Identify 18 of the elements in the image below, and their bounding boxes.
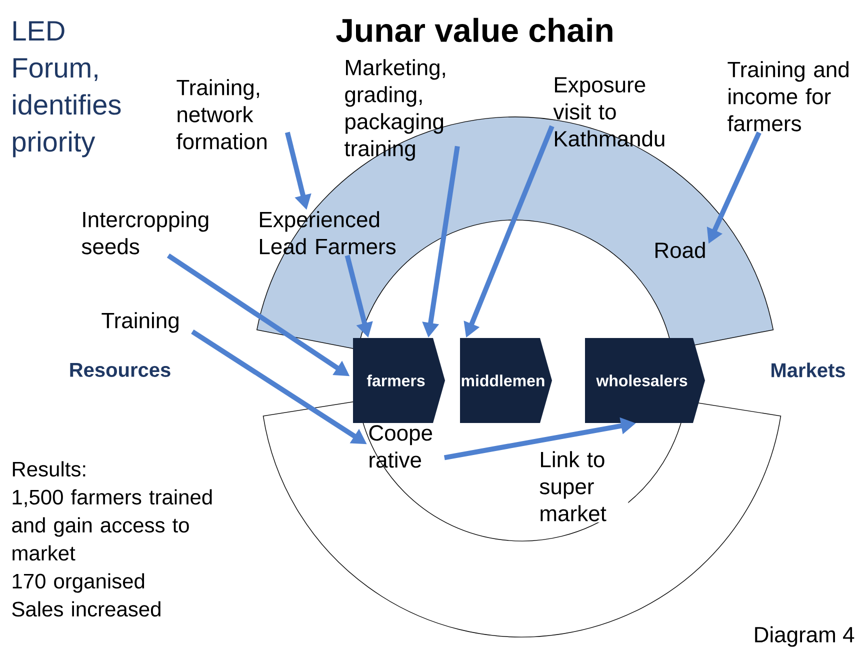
chevron-box: farmers: [353, 338, 445, 423]
figure-number: Diagram 4: [755, 626, 854, 647]
title: Junar value chain: [336, 18, 612, 42]
band-label: Road: [656, 242, 705, 258]
stage-label: Markets: [772, 362, 845, 378]
annotation-text: Training and income for farmers: [728, 61, 848, 132]
edge-label: Link to super market: [538, 450, 628, 522]
results-text: Sales increased: [12, 601, 160, 617]
results-text: Results:: [12, 461, 86, 477]
results-text: 1,500 farmers trained and gain access to market: [12, 489, 212, 561]
annotation-text: Intercropping seeds: [82, 211, 208, 254]
annotation-text: Training: [102, 312, 178, 333]
chevron-box: middlemen: [460, 338, 552, 423]
side-note: LED Forum, identifies priority: [13, 21, 121, 158]
stage-label: Resources: [70, 363, 170, 377]
annotation-text: Training, network formation: [176, 79, 266, 150]
results-text: 170 organised: [12, 573, 144, 593]
chevron-box: wholesalers: [585, 338, 705, 423]
